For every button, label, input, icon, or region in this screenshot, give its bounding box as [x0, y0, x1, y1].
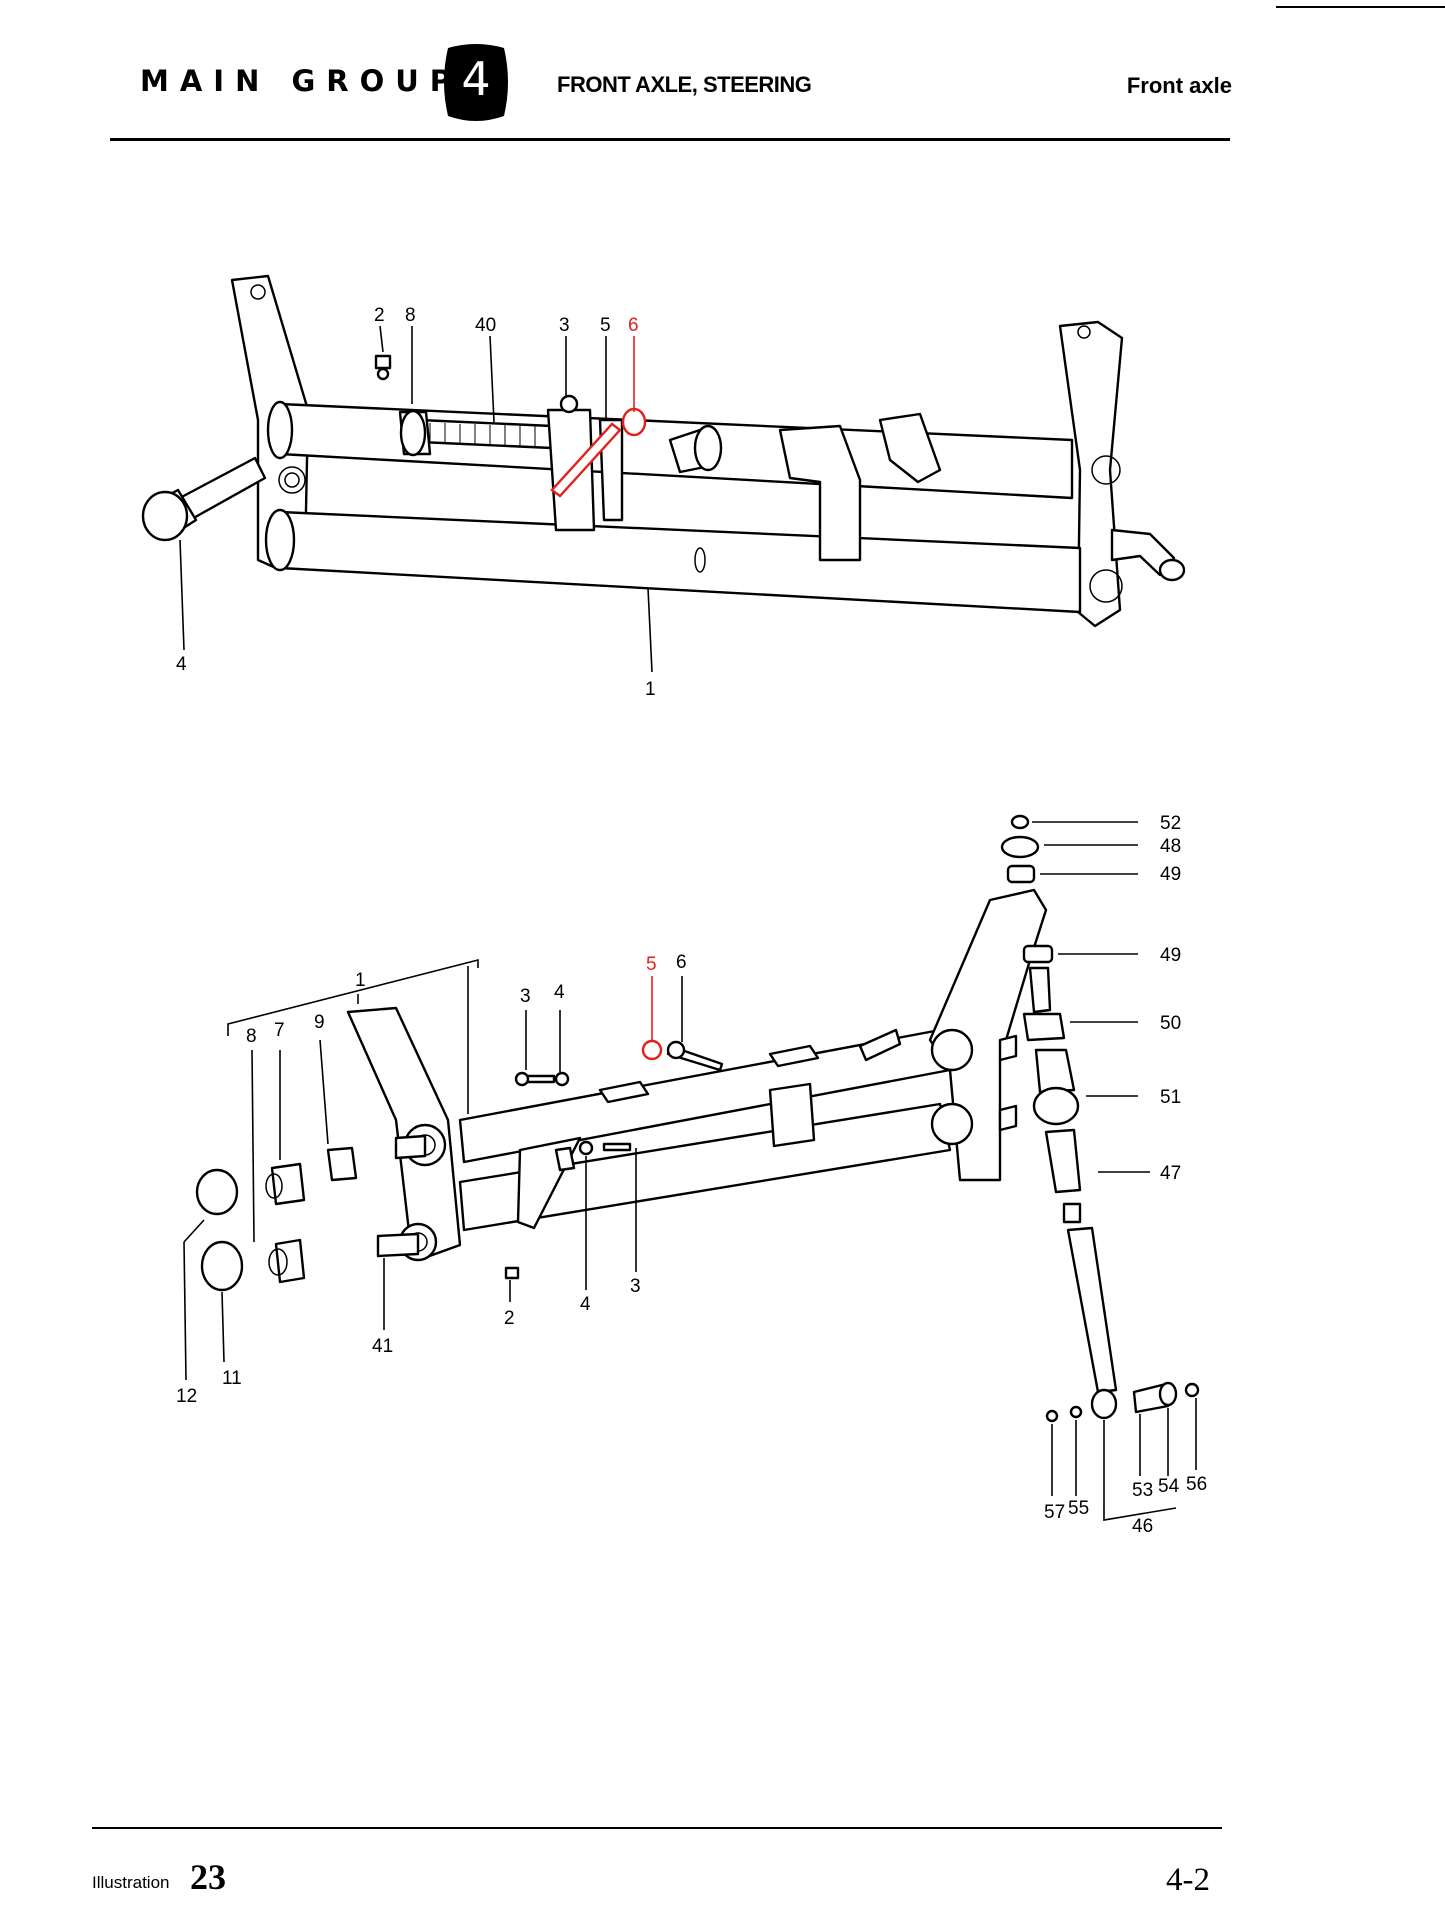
- page-number: 4-2: [1166, 1862, 1210, 1898]
- top-callout-labels: 2 8 40 3 5 6 4 1: [176, 305, 656, 700]
- callout-b1: 1: [355, 970, 366, 991]
- callout-b50: 50: [1160, 1013, 1181, 1034]
- callout-b4b: 4: [580, 1294, 591, 1315]
- callout-b12: 12: [176, 1386, 197, 1407]
- callout-b48: 48: [1160, 836, 1181, 857]
- top-leader-lines: [179, 325, 653, 673]
- section-title: FRONT AXLE, STEERING: [557, 72, 812, 97]
- callout-t4: 4: [176, 654, 187, 675]
- callout-b4a: 4: [554, 982, 565, 1003]
- callout-b46: 46: [1132, 1516, 1153, 1537]
- callout-b6: 6: [676, 952, 687, 973]
- top-axle-assembly: [141, 274, 1186, 628]
- callout-b49a: 49: [1160, 864, 1181, 885]
- callout-b7: 7: [274, 1020, 285, 1041]
- callout-b49b: 49: [1160, 945, 1181, 966]
- callout-t5: 5: [600, 315, 611, 336]
- callout-b56: 56: [1186, 1474, 1207, 1495]
- callout-b9: 9: [314, 1012, 325, 1033]
- subsection-title: Front axle: [1126, 73, 1232, 98]
- highlighted-bolt-top: [550, 407, 647, 498]
- callout-b55: 55: [1068, 1498, 1089, 1519]
- callout-b3b: 3: [630, 1276, 641, 1297]
- callout-b8: 8: [246, 1026, 257, 1047]
- footer-rule: [92, 1827, 1222, 1829]
- callout-b52: 52: [1160, 813, 1181, 834]
- bottom-callout-labels: 1 8 7 9 3 4 5 6 52 48 49 49 50 51 47 4 3…: [176, 813, 1207, 1537]
- callout-b3a: 3: [520, 986, 531, 1007]
- callout-b53: 53: [1132, 1480, 1153, 1501]
- top-screw-2: [374, 354, 392, 381]
- corner-mark: [1276, 6, 1445, 8]
- callout-b11: 11: [222, 1368, 242, 1389]
- callout-t2: 2: [374, 305, 385, 326]
- callout-b5: 5: [646, 954, 657, 975]
- callout-t3: 3: [559, 315, 570, 336]
- callout-b54: 54: [1158, 1476, 1180, 1497]
- callout-b41: 41: [372, 1336, 393, 1357]
- callout-b57: 57: [1044, 1502, 1065, 1523]
- callout-t40: 40: [475, 315, 496, 336]
- callout-t8: 8: [405, 305, 416, 326]
- bottom-axle-assembly: [195, 814, 1200, 1423]
- bottom-leader-lines: [183, 821, 1197, 1521]
- illustration-label: Illustration: [92, 1873, 170, 1892]
- callout-b47: 47: [1160, 1163, 1181, 1184]
- header-rule: [110, 138, 1230, 141]
- main-group-title: MAIN GROUP: [140, 64, 463, 98]
- illustration-number: 23: [190, 1857, 226, 1897]
- callout-b2: 2: [504, 1308, 515, 1329]
- callout-t1: 1: [645, 679, 656, 700]
- callout-b51: 51: [1160, 1087, 1181, 1108]
- group-badge-icon: [444, 44, 508, 121]
- callout-t6: 6: [628, 315, 639, 336]
- group-number: 4: [461, 52, 491, 106]
- highlighted-bolt-bottom: [641, 1039, 663, 1061]
